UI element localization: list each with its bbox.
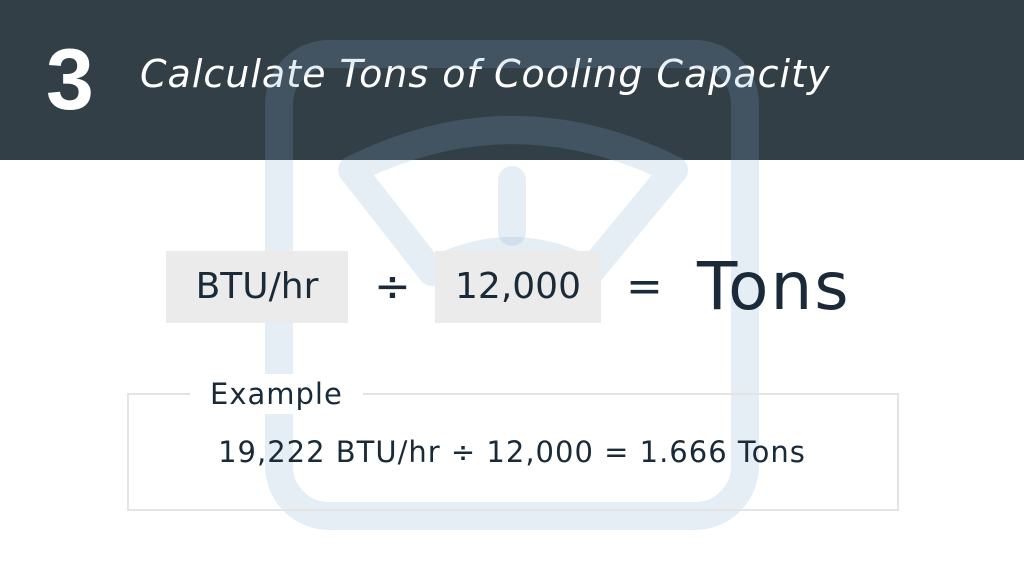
divisor-term-box: 12,000 [435,251,601,323]
example-calculation: 19,222 BTU/hr ÷ 12,000 = 1.666 Tons [218,435,806,469]
example-label: Example [190,374,363,414]
page-title: Calculate Tons of Cooling Capacity [140,52,831,96]
equals-sign: = [626,261,663,312]
result-unit: Tons [697,248,851,325]
example-box [127,393,899,511]
header-banner [0,0,1024,160]
divide-sign: ÷ [374,261,411,312]
btu-term-box: BTU/hr [166,251,348,323]
step-number: 3 [46,32,94,128]
